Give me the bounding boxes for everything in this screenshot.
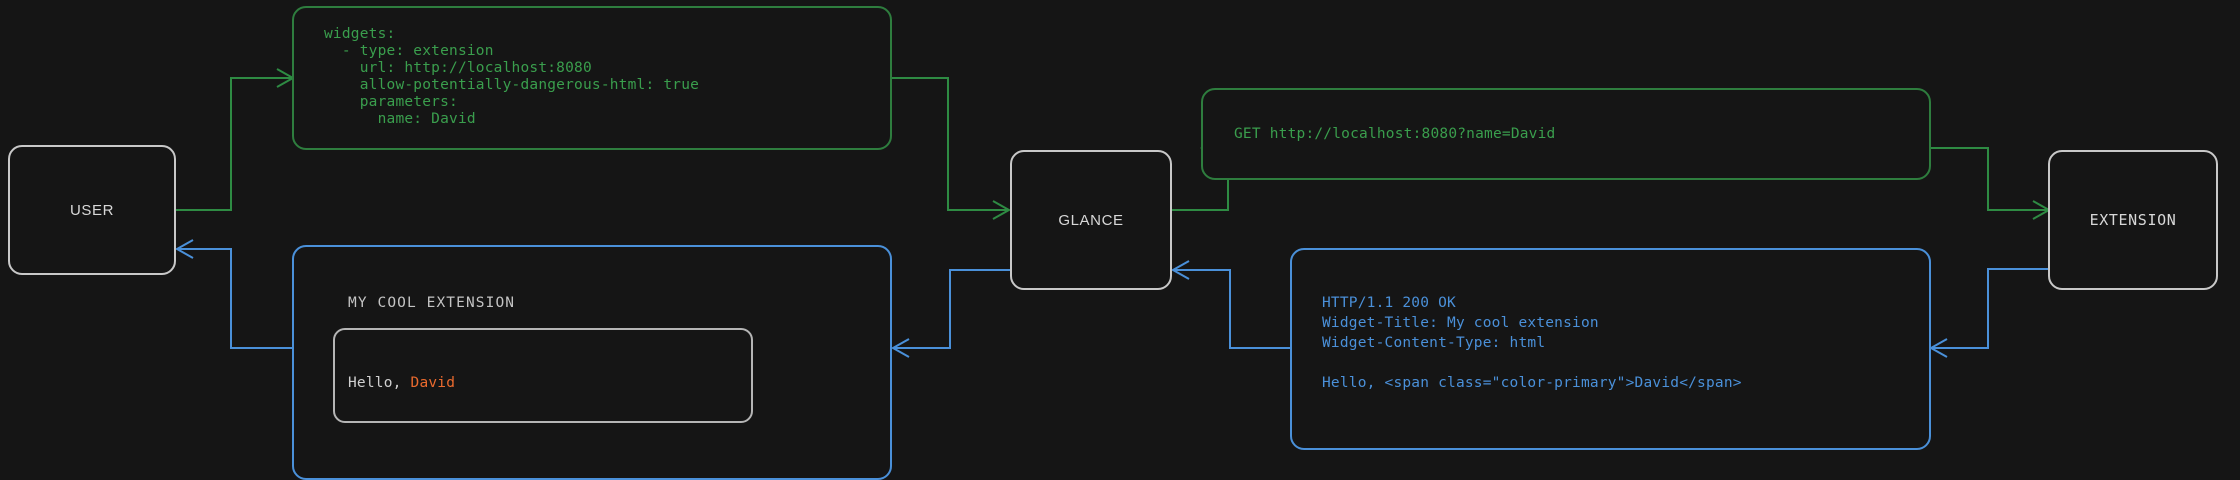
- node-glance-label: GLANCE: [1058, 211, 1124, 229]
- arrow-widget-to-user: [174, 239, 292, 349]
- widget-preview-title: MY COOL EXTENSION: [348, 295, 516, 311]
- node-glance[interactable]: GLANCE: [1010, 150, 1172, 290]
- arrow-glance-to-widget: [890, 269, 1010, 358]
- arrow-user-to-config: [176, 68, 296, 211]
- arrow-extension-to-response: [1928, 268, 2048, 358]
- node-user-label: USER: [69, 201, 115, 219]
- request-box-code: GET http://localhost:8080?name=David: [1234, 126, 1556, 142]
- node-extension[interactable]: EXTENSION: [2048, 150, 2218, 290]
- arrow-request-to-extension: [1930, 147, 2052, 220]
- node-extension-label: EXTENSION: [2089, 211, 2177, 229]
- response-box[interactable]: [1290, 248, 1931, 450]
- widget-greeting-name: David: [410, 375, 456, 391]
- config-box-code: widgets: - type: extension url: http://l…: [324, 26, 700, 127]
- widget-greeting-text: Hello,: [348, 375, 411, 391]
- arrow-config-to-glance: [892, 77, 1012, 220]
- node-user[interactable]: USER: [8, 145, 176, 275]
- response-box-code: HTTP/1.1 200 OK Widget-Title: My cool ex…: [1322, 295, 1742, 391]
- widget-preview-content-frame: [333, 328, 753, 423]
- request-box[interactable]: [1201, 88, 1931, 180]
- config-box[interactable]: [292, 6, 892, 150]
- widget-preview-greeting: Hello, David: [348, 375, 455, 391]
- arrow-response-to-glance: [1170, 260, 1290, 349]
